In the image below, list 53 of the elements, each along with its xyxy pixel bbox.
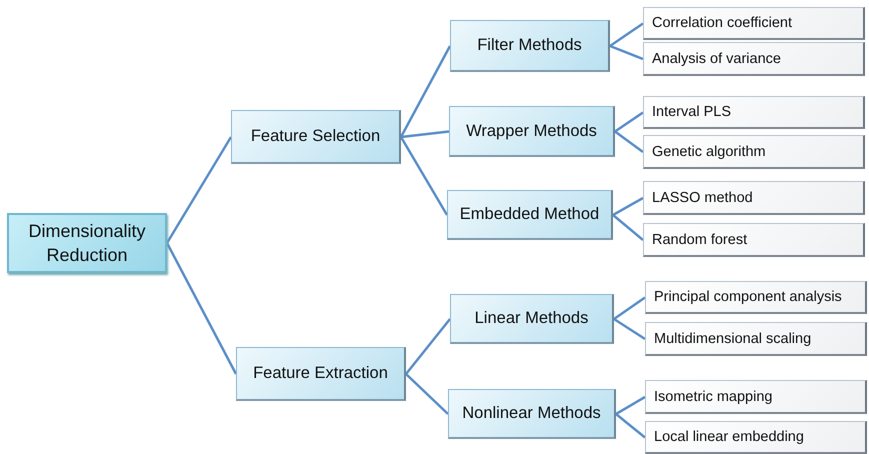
- node-label: Interval PLS: [652, 104, 731, 120]
- method-box: [643, 7, 865, 40]
- root-box: [7, 213, 167, 273]
- category-box: [449, 106, 615, 157]
- method-box: [645, 380, 867, 414]
- connector-line: [405, 318, 451, 375]
- node-label: Dimensionality Reduction: [27, 220, 147, 267]
- node-label: Feature Extraction: [253, 364, 388, 383]
- node-label: Analysis of variance: [652, 50, 781, 66]
- method-box: [645, 322, 867, 356]
- connector-line: [405, 373, 449, 415]
- category-box: [447, 190, 613, 240]
- connector-line: [166, 242, 238, 375]
- method-box: [643, 135, 865, 169]
- node-label: Correlation coefficient: [652, 15, 792, 31]
- connector-line: [609, 22, 644, 48]
- node-label: Embedded Method: [460, 205, 600, 224]
- category-box: [450, 20, 610, 72]
- node-label: Wrapper Methods: [466, 122, 597, 140]
- connector-line: [612, 214, 644, 241]
- node-label: Isometric mapping: [654, 388, 772, 404]
- connector-line: [400, 45, 452, 138]
- node-label: Random forest: [652, 232, 748, 248]
- node-label: Feature Selection: [250, 127, 380, 146]
- connector-line: [614, 130, 644, 153]
- connector-line: [615, 396, 646, 416]
- node-label: Genetic algorithm: [652, 144, 766, 160]
- connector-line: [613, 318, 646, 340]
- node-label: Linear Methods: [474, 309, 588, 328]
- category-box: [231, 110, 401, 164]
- method-box: [645, 281, 867, 314]
- connector-line: [400, 136, 448, 216]
- connector-line: [166, 136, 232, 244]
- method-box: [645, 421, 867, 454]
- method-box: [643, 42, 865, 76]
- method-box: [643, 96, 865, 129]
- node-label: Nonlinear Methods: [462, 404, 601, 423]
- connector-line: [615, 413, 646, 438]
- node-label: Principal component analysis: [654, 289, 842, 305]
- category-box: [450, 294, 614, 344]
- method-box: [643, 223, 865, 257]
- category-box: [236, 347, 406, 401]
- connector-line: [610, 44, 644, 60]
- node-label: Multidimensional scaling: [654, 330, 812, 346]
- connector-line: [614, 111, 644, 133]
- node-label: Local linear embedding: [654, 429, 804, 445]
- connector-line: [612, 196, 644, 216]
- node-label: Filter Methods: [477, 36, 582, 55]
- connector-line: [400, 130, 450, 138]
- category-box: [448, 389, 616, 439]
- method-box: [643, 181, 865, 215]
- connector-line: [613, 296, 646, 320]
- node-label: LASSO method: [652, 190, 753, 206]
